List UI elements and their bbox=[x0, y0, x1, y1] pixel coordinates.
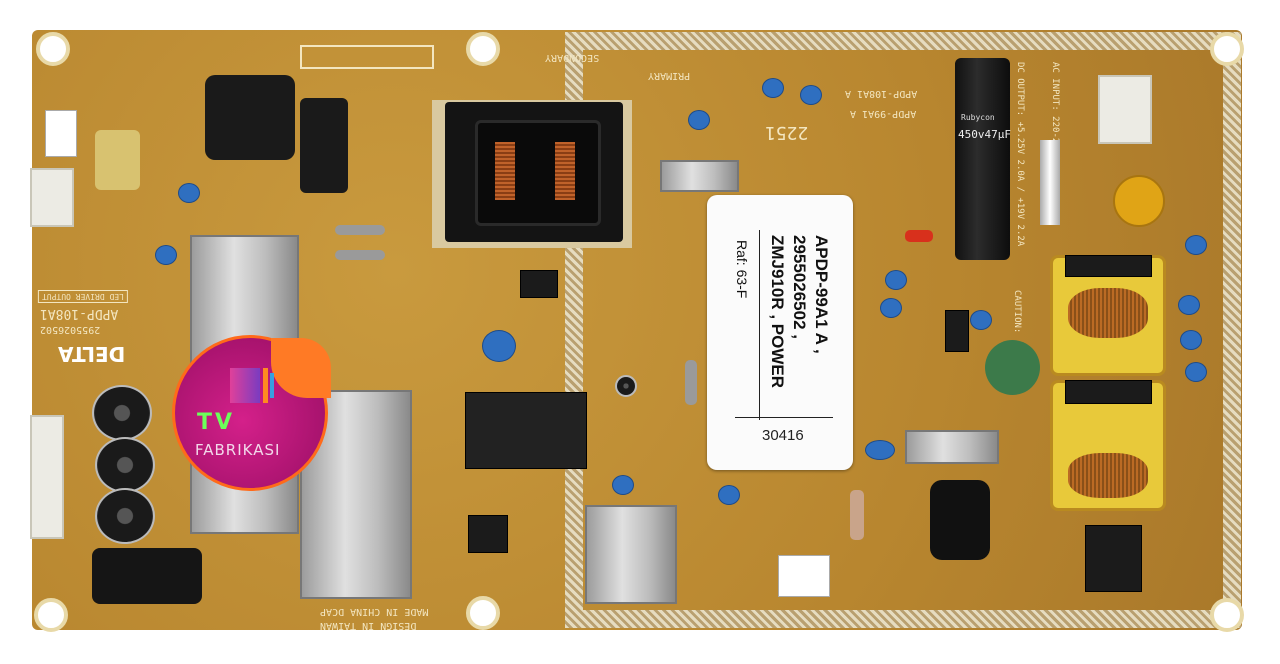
y-capacitor bbox=[1185, 235, 1207, 255]
varistor bbox=[1113, 175, 1165, 227]
silk-model-99: APDP-99A1 A bbox=[850, 108, 917, 119]
ceramic-capacitor bbox=[155, 245, 177, 265]
ac-input-connector bbox=[1098, 75, 1152, 144]
electrolytic-capacitor bbox=[92, 548, 202, 604]
electrolytic-capacitor bbox=[92, 385, 152, 441]
silk-date-code: 2251 bbox=[765, 122, 809, 143]
resistor bbox=[335, 250, 385, 260]
electrolytic-capacitor bbox=[300, 98, 348, 193]
bulk-capacitor: Rubycon 450v47µF bbox=[955, 58, 1011, 260]
fuse bbox=[1040, 140, 1060, 225]
silk-design-in: DESIGN IN TAIWAN bbox=[320, 620, 417, 631]
heatsink bbox=[585, 505, 677, 604]
part-label-sticker: APDP-99A1 A , 2955026502 , ZMJ910R , POW… bbox=[707, 195, 853, 470]
silk-primary: PRIMARY bbox=[648, 70, 691, 81]
mounting-hole bbox=[36, 32, 70, 66]
transformer bbox=[445, 102, 623, 242]
mounting-hole bbox=[1210, 598, 1244, 632]
silk-secondary: SECONDARY bbox=[545, 52, 600, 63]
logo-tv: TV bbox=[197, 410, 236, 435]
label-line3: ZMJ910R , POWER bbox=[768, 235, 787, 389]
mounting-hole bbox=[1210, 32, 1244, 66]
silk-board-model: APDP-108A1 bbox=[40, 306, 119, 321]
y-capacitor bbox=[1180, 330, 1202, 350]
ceramic-capacitor bbox=[688, 110, 710, 130]
ceramic-capacitor bbox=[762, 78, 784, 98]
transistor bbox=[945, 310, 969, 352]
ceramic-capacitor bbox=[865, 440, 895, 460]
choke-clip bbox=[1065, 255, 1152, 277]
electrolytic-capacitor bbox=[95, 437, 155, 493]
delta-logo: DELTA bbox=[58, 342, 126, 366]
resistor bbox=[685, 360, 697, 405]
ceramic-capacitor bbox=[800, 85, 822, 105]
silk-dc-output: DC OUTPUT: +5.25V 2.0A / +19V 2.2A bbox=[1015, 62, 1025, 247]
logo-fabrikasi: FABRIKASI bbox=[195, 441, 281, 459]
resistor bbox=[335, 225, 385, 235]
small-capacitor bbox=[615, 375, 637, 397]
y-capacitor bbox=[1178, 295, 1200, 315]
x-capacitor bbox=[985, 340, 1040, 395]
mounting-hole bbox=[34, 598, 68, 632]
qr-sticker bbox=[45, 110, 77, 157]
ceramic-capacitor bbox=[885, 270, 907, 290]
inductor bbox=[930, 480, 990, 560]
silk-led-driver: LED DRIVER OUTPUT bbox=[38, 290, 128, 303]
choke-clip bbox=[1065, 380, 1152, 404]
electrolytic-capacitor bbox=[95, 488, 155, 544]
qr-sticker bbox=[778, 555, 830, 597]
bridge-rectifier bbox=[1085, 525, 1142, 592]
film-capacitor bbox=[905, 430, 999, 464]
ceramic-capacitor bbox=[482, 330, 516, 362]
label-ref: Raf: 63-F bbox=[734, 240, 750, 299]
label-line2: 2955026502 , bbox=[790, 235, 809, 339]
resistor bbox=[850, 490, 864, 540]
connector bbox=[30, 168, 74, 227]
small-transformer bbox=[95, 130, 140, 190]
mounting-hole bbox=[466, 596, 500, 630]
led-output-connector bbox=[30, 415, 64, 539]
optocoupler bbox=[520, 270, 558, 298]
tv-fabrikasi-logo: TV FABRIKASI bbox=[172, 335, 331, 491]
silk-part-no: 2955026502 bbox=[40, 324, 101, 335]
copper-winding bbox=[555, 142, 575, 200]
inductor bbox=[205, 75, 295, 160]
label-code: 30416 bbox=[762, 427, 804, 444]
connector-footprint bbox=[300, 45, 434, 69]
ceramic-capacitor bbox=[718, 485, 740, 505]
ceramic-capacitor bbox=[880, 298, 902, 318]
y-capacitor bbox=[1185, 362, 1207, 382]
ic-chip bbox=[468, 515, 508, 553]
copper-winding bbox=[495, 142, 515, 200]
silk-made-in: MADE IN CHINA DCAP bbox=[320, 606, 429, 617]
film-capacitor-red bbox=[905, 230, 933, 242]
mounting-hole bbox=[466, 32, 500, 66]
ceramic-capacitor bbox=[970, 310, 992, 330]
ceramic-capacitor bbox=[612, 475, 634, 495]
transformer-small bbox=[465, 392, 587, 469]
silk-caution: CAUTION: bbox=[1012, 290, 1022, 334]
ceramic-capacitor bbox=[178, 183, 200, 203]
label-line1: APDP-99A1 A , bbox=[812, 235, 831, 354]
silk-model-108: APDP-108A1 A bbox=[845, 88, 918, 99]
heatsink-top bbox=[660, 160, 739, 192]
